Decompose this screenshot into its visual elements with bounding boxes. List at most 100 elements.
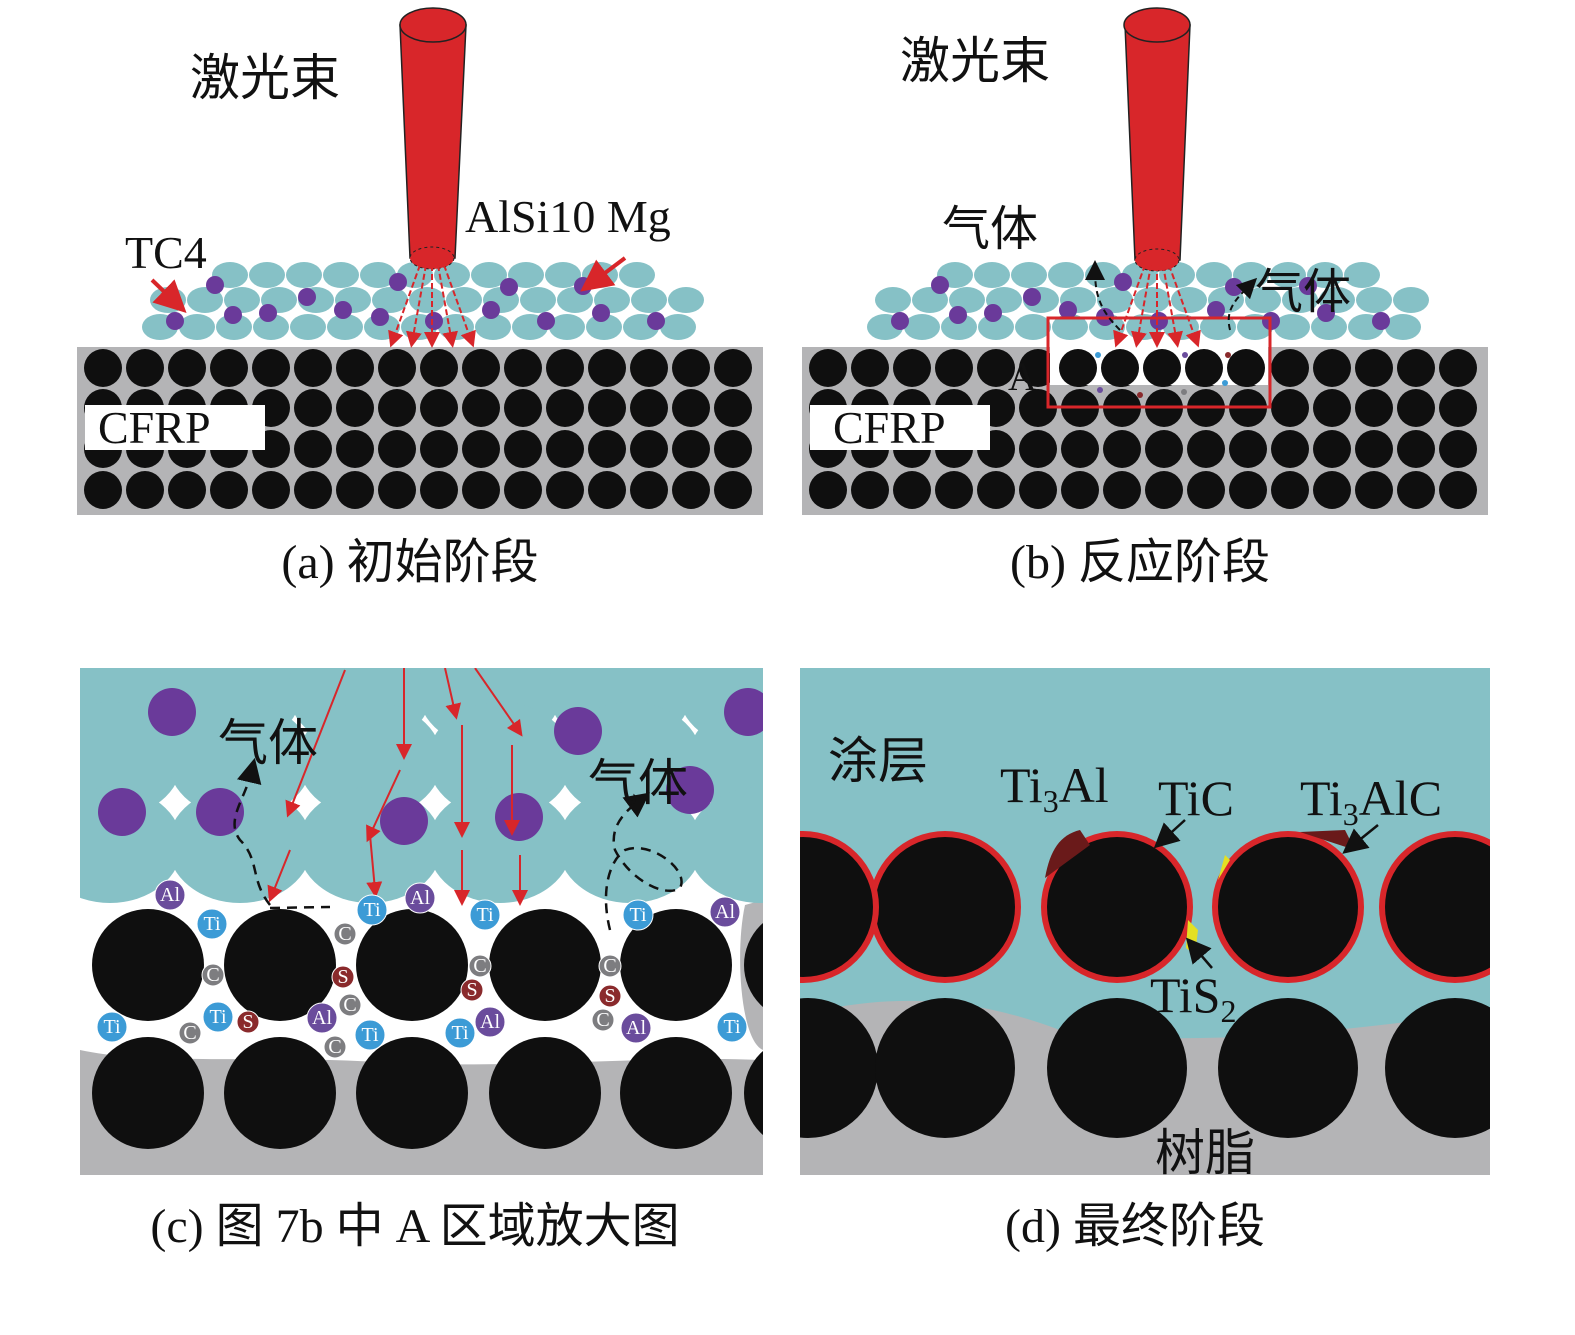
- element-particle-label: C: [343, 994, 356, 1016]
- alsi10mg-particle: [984, 304, 1002, 322]
- carbon-fiber: [1101, 349, 1139, 387]
- element-particle-label: C: [183, 1022, 196, 1044]
- tc4-particle: [586, 314, 622, 340]
- element-particle-label: Ti: [103, 1016, 121, 1038]
- tc4-particle: [549, 314, 585, 340]
- element-particle-label: Ti: [363, 899, 381, 921]
- alsi10mg-particle: [425, 312, 443, 330]
- laser-ray: [444, 668, 462, 720]
- laser-beam-label: 激光束: [900, 33, 1050, 89]
- tis2-label: TiS2: [1150, 967, 1236, 1029]
- ti3alc-label: Ti3AlC: [1300, 770, 1442, 832]
- alsi10mg-particle: [1023, 288, 1041, 306]
- tc4-particle: [1393, 287, 1429, 313]
- carbon-fiber: [800, 837, 873, 977]
- carbon-fiber: [588, 349, 626, 387]
- tic-arrow: [1153, 819, 1186, 849]
- alsi10mg-particle: [298, 288, 316, 306]
- element-particle-al: [154, 879, 186, 911]
- element-particle: [1097, 387, 1103, 393]
- carbon-fiber: [504, 471, 542, 509]
- laser-ray: [474, 668, 523, 737]
- carbon-fiber: [1355, 389, 1393, 427]
- element-particle-label: C: [206, 964, 219, 986]
- panel-a-initial-stage: CFRP 激光束 TC4 AlSi10 Mg (a) 初始阶段: [77, 7, 763, 589]
- carbon-fiber: [1187, 471, 1225, 509]
- carbon-fiber: [126, 349, 164, 387]
- carbon-fiber: [462, 471, 500, 509]
- coating-particles: [80, 668, 763, 903]
- alsi10mg-particle: [495, 793, 543, 841]
- carbon-fiber: [1313, 349, 1351, 387]
- gas-label: 气体: [942, 203, 1038, 256]
- gas-label: 气体: [1255, 266, 1351, 319]
- carbon-fiber: [224, 1037, 336, 1149]
- carbon-fiber: [620, 1037, 732, 1149]
- laser-rays: [388, 264, 476, 348]
- carbon-fiber: [935, 471, 973, 509]
- tc4-arrow: [150, 278, 187, 314]
- carbon-fiber: [378, 349, 416, 387]
- carbon-fiber: [588, 430, 626, 468]
- caption-c: (c) 图 7b 中 A 区域放大图: [150, 1200, 679, 1253]
- tc4-particle: [941, 314, 977, 340]
- carbon-fiber: [546, 430, 584, 468]
- laser-ray: [285, 669, 346, 818]
- carbon-fibers: [800, 830, 1490, 1138]
- element-particle-c: [598, 954, 622, 978]
- carbon-fiber: [620, 909, 732, 1021]
- laser-ray: [366, 769, 401, 843]
- tc4-particle: [253, 314, 289, 340]
- carbon-fiber: [1439, 471, 1477, 509]
- region-a-box: [1046, 316, 1272, 409]
- laser-ray: [1162, 264, 1183, 348]
- tc4-particle: [631, 287, 667, 313]
- carbon-fiber: [1229, 430, 1267, 468]
- carbon-fiber: [294, 349, 332, 387]
- alsi10mg-particle: [1372, 312, 1390, 330]
- element-particle-ti: [202, 1001, 234, 1033]
- carbon-fiber: [1313, 471, 1351, 509]
- carbon-fiber: [1019, 430, 1057, 468]
- carbon-fiber: [1271, 471, 1309, 509]
- carbon-fiber: [800, 998, 878, 1138]
- alsi10mg-particle: [891, 312, 909, 330]
- carbon-fiber: [336, 389, 374, 427]
- laser-ray: [1168, 264, 1201, 348]
- ti3al-label: Ti3Al: [1000, 757, 1109, 819]
- carbon-fiber: [504, 349, 542, 387]
- element-particle-c: [333, 922, 357, 946]
- carbon-fiber: [210, 349, 248, 387]
- cfrp-label: CFRP: [833, 402, 946, 453]
- carbon-fiber: [1059, 349, 1097, 387]
- gas-flow-path: [604, 792, 683, 931]
- element-particle-s: [598, 984, 622, 1008]
- laser-beam: [1123, 7, 1191, 272]
- carbon-fiber: [1439, 389, 1477, 427]
- carbon-fiber: [714, 389, 752, 427]
- carbon-fiber: [672, 471, 710, 509]
- element-particle-al: [709, 896, 741, 928]
- tc4-particle: [471, 262, 507, 288]
- carbon-fiber: [809, 471, 847, 509]
- ti3alc-phase: [1300, 830, 1355, 850]
- carbon-fiber: [336, 349, 374, 387]
- gas-flow-arrow: [1085, 260, 1121, 331]
- alsi10mg-particle: [1299, 277, 1317, 295]
- powder-layer: [142, 262, 704, 340]
- carbon-fiber: [1143, 349, 1181, 387]
- carbon-fiber: [851, 349, 889, 387]
- tis2-phase: [1218, 855, 1230, 880]
- element-particle: [1095, 352, 1101, 358]
- tc4-particle: [428, 702, 572, 818]
- tc4-particle: [323, 262, 359, 288]
- tc4-particle: [1385, 314, 1421, 340]
- tc4-particle: [1171, 287, 1207, 313]
- tc4-particle: [904, 314, 940, 340]
- carbon-fiber: [1439, 349, 1477, 387]
- element-particle-al: [474, 1006, 506, 1038]
- alsi10mg-particle: [334, 301, 352, 319]
- tc4-particle: [978, 314, 1014, 340]
- carbon-fiber: [1047, 837, 1187, 977]
